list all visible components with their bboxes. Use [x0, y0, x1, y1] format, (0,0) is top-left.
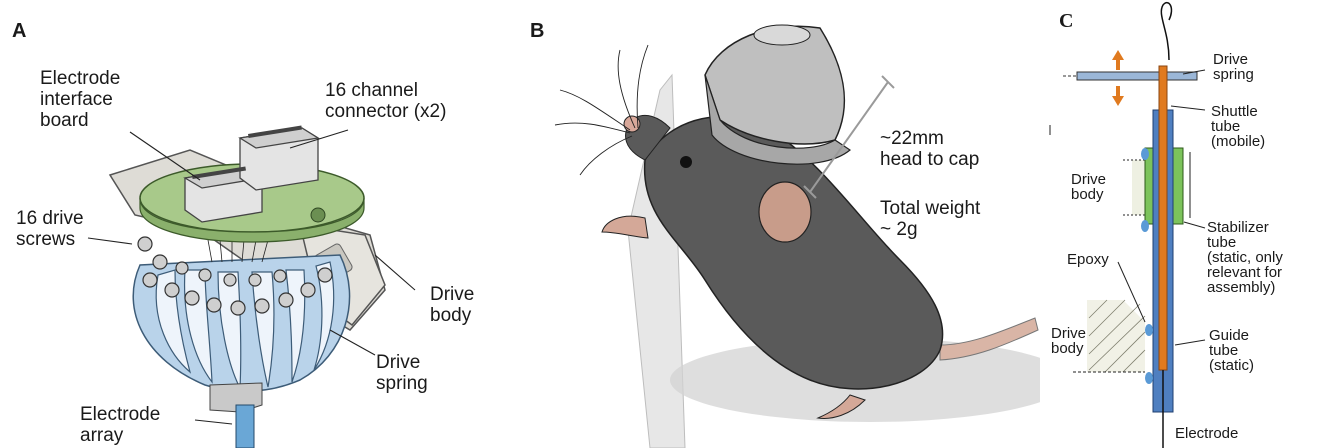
shuttle-tube: [1159, 66, 1167, 370]
label-drive-body: Drive body: [430, 284, 474, 326]
label-head-to-cap: ~22mm head to cap: [880, 128, 979, 170]
label-c-stabilizer-tube: Stabilizer tube (static, only relevant f…: [1207, 220, 1283, 295]
drive-spring-bar: [1077, 72, 1197, 80]
label-c-drive-body-bottom: Drive body: [1051, 326, 1086, 356]
label-total-weight: Total weight ~ 2g: [880, 198, 980, 240]
label-electrode-interface-board: Electrode interface board: [40, 68, 120, 131]
label-c-electrode: Electrode: [1175, 426, 1238, 441]
arrow-down: [1112, 86, 1124, 106]
label-connector: 16 channel connector (x2): [325, 80, 446, 122]
panel-a: A: [0, 0, 500, 448]
panel-c: C: [1045, 0, 1321, 448]
arrow-up: [1112, 50, 1124, 70]
label-electrode-array: Electrode array: [80, 404, 160, 446]
label-c-shuttle-tube: Shuttle tube (mobile): [1211, 104, 1265, 149]
label-c-drive-body-top: Drive body: [1071, 172, 1106, 202]
electrode-array: [236, 405, 254, 448]
label-drive-screws: 16 drive screws: [16, 208, 84, 250]
label-drive-spring: Drive spring: [376, 352, 428, 394]
panel-b: B ~22mm he: [520, 0, 1040, 448]
label-c-epoxy: Epoxy: [1067, 252, 1109, 267]
label-c-drive-spring: Drive spring: [1213, 52, 1254, 82]
label-c-guide-tube: Guide tube (static): [1209, 328, 1254, 373]
